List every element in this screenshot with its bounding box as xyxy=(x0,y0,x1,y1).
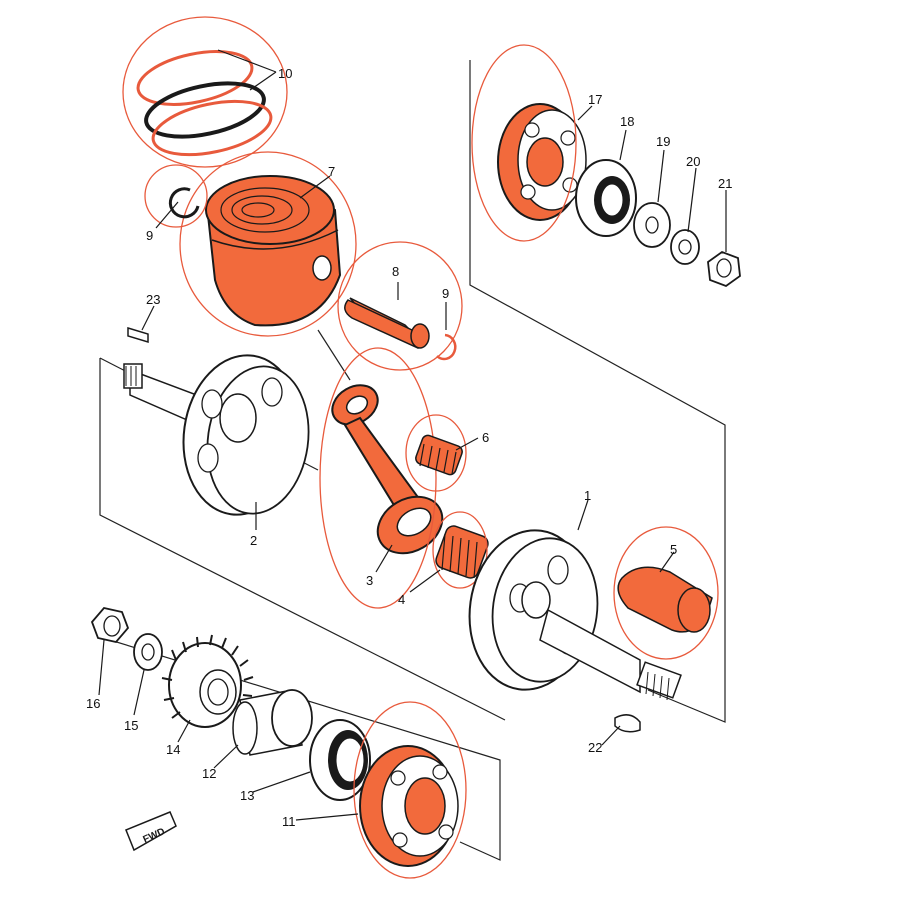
callout-4: 4 xyxy=(398,592,405,607)
connecting-rod xyxy=(319,347,444,609)
woodruff-key-left xyxy=(127,326,149,344)
small-end-bearing xyxy=(405,414,467,492)
callout-17: 17 xyxy=(588,92,602,107)
woodruff-key-right xyxy=(614,714,641,733)
callout-15: 15 xyxy=(124,718,138,733)
leader-lines xyxy=(98,49,727,821)
callout-16: 16 xyxy=(86,696,100,711)
callout-7: 7 xyxy=(328,164,335,179)
callout-18: 18 xyxy=(620,114,634,129)
main-bearing-right xyxy=(471,44,587,242)
callout-3: 3 xyxy=(366,573,373,588)
primary-drive-gear xyxy=(161,634,254,728)
callout-8: 8 xyxy=(392,264,399,279)
big-end-bearing xyxy=(432,511,489,589)
callout-12: 12 xyxy=(202,766,216,781)
callout-22: 22 xyxy=(588,740,602,755)
callout-23: 23 xyxy=(146,292,160,307)
callout-6: 6 xyxy=(482,430,489,445)
spacer xyxy=(633,202,671,248)
oil-seal-right xyxy=(575,159,637,237)
callout-10: 10 xyxy=(278,66,292,81)
forward-arrow: FWD xyxy=(125,811,177,852)
oil-seal-left xyxy=(309,719,371,801)
piston xyxy=(179,151,357,337)
piston-rings xyxy=(122,16,288,168)
callout-5: 5 xyxy=(670,542,677,557)
callout-20: 20 xyxy=(686,154,700,169)
callout-labels: 1 2 3 4 5 6 7 8 9 9 10 11 12 13 14 15 16… xyxy=(86,66,732,829)
callout-1: 1 xyxy=(584,488,591,503)
piston-pin xyxy=(337,241,463,371)
crank-wheel-right xyxy=(468,529,682,701)
piston-pin-clip-left xyxy=(144,164,208,228)
callout-9-left: 9 xyxy=(146,228,153,243)
callout-11: 11 xyxy=(282,814,296,829)
nut-right xyxy=(707,250,741,288)
washer-left xyxy=(133,633,163,671)
crank-pin xyxy=(613,526,719,660)
callout-14: 14 xyxy=(166,742,180,757)
callout-21: 21 xyxy=(718,176,732,191)
callout-13: 13 xyxy=(240,788,254,803)
washer-right xyxy=(670,229,700,265)
callout-19: 19 xyxy=(656,134,670,149)
crank-wheel-left xyxy=(123,354,310,516)
callout-9-right: 9 xyxy=(442,286,449,301)
callout-2: 2 xyxy=(250,533,257,548)
nut-left xyxy=(90,607,130,643)
collar-spacer xyxy=(232,689,313,756)
main-bearing-left xyxy=(353,701,467,879)
